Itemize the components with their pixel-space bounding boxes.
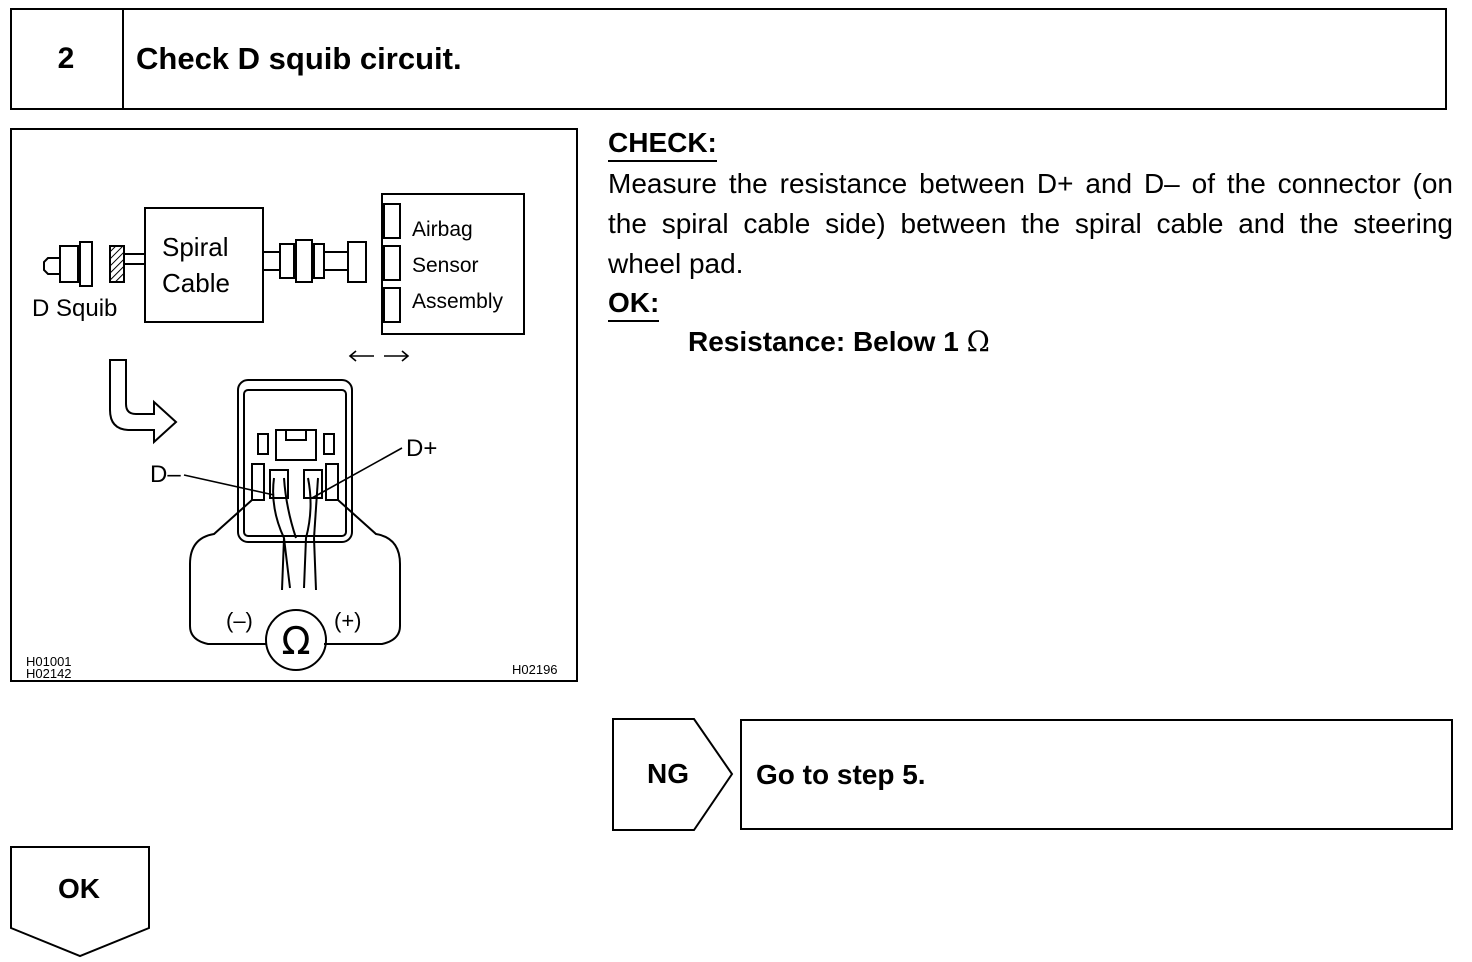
- ok-label: OK: [58, 873, 100, 904]
- ohm-symbol: Ω: [281, 619, 310, 663]
- disconnect-arrows-icon: [348, 350, 410, 362]
- harness-connector-icon: [263, 239, 367, 283]
- spiral-cable-box: [144, 207, 264, 323]
- connector-face-icon: [237, 379, 353, 543]
- check-instructions: Measure the resistance between D+ and D–…: [608, 168, 1453, 279]
- curved-arrow-icon: [109, 359, 178, 445]
- spiral-cable-label-2: Cable: [162, 268, 230, 298]
- ok-arrow-icon: [10, 846, 150, 958]
- check-heading: CHECK:: [608, 126, 717, 162]
- d-plus-label: D+: [406, 435, 437, 462]
- step-title: Check D squib circuit.: [136, 41, 462, 76]
- d-squib-label: D Squib: [32, 295, 117, 322]
- spiral-cable-label-1: Spiral: [162, 232, 228, 262]
- step-header: [10, 8, 1447, 110]
- ng-arrow-icon: [612, 718, 734, 831]
- meter-wire: [189, 499, 401, 645]
- ohmmeter-icon: [265, 609, 327, 671]
- airbag-label-2: Sensor: [412, 254, 479, 277]
- figure-code-1: H01001: [26, 654, 72, 669]
- ng-label: NG: [647, 758, 689, 789]
- step-number: 2: [10, 8, 124, 110]
- figure-code-2: H02142: [26, 666, 72, 681]
- d-minus-label: D–: [150, 461, 181, 488]
- connector-diagram: D Squib Spiral Cable Airbag Sensor Assem…: [10, 128, 578, 682]
- ohm-unit: Ω: [966, 325, 990, 358]
- ok-heading: OK:: [608, 286, 660, 322]
- positive-terminal-label: (+): [334, 608, 362, 633]
- resistance-spec-label: Resistance: Below 1: [688, 326, 959, 357]
- airbag-label-1: Airbag: [412, 218, 473, 241]
- squib-connector-icon: [43, 241, 145, 287]
- airbag-sensor-box: [381, 193, 525, 335]
- negative-terminal-label: (–): [226, 608, 253, 633]
- resistance-spec: Resistance: Below 1 Ω: [688, 324, 990, 360]
- airbag-label-3: Assembly: [412, 290, 504, 313]
- ng-action: Go to step 5.: [740, 719, 1453, 830]
- probe-leads-icon: [272, 477, 319, 591]
- figure-code-3: H02196: [512, 662, 558, 677]
